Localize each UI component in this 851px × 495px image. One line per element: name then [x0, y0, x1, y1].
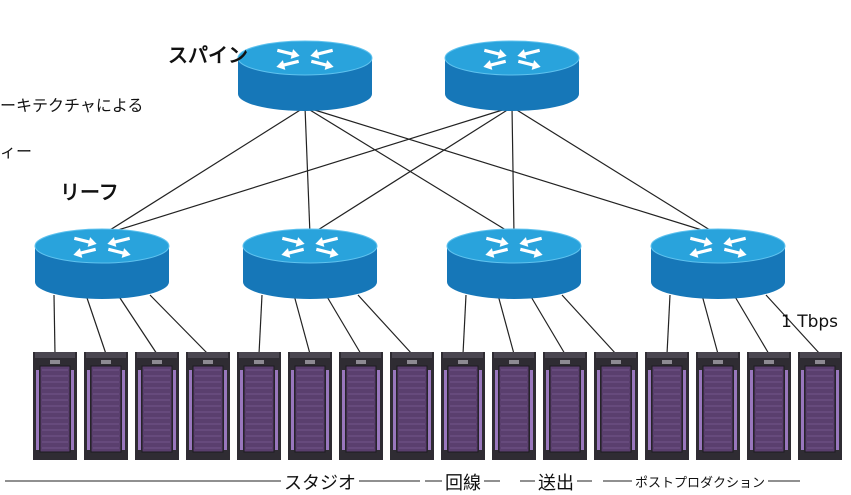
leaf-server-link [53, 294, 56, 355]
server-rack-icon [339, 352, 383, 460]
leaf-router-1-icon [34, 228, 170, 299]
server-rack-icon [543, 352, 587, 460]
leaf-server-link [325, 294, 362, 355]
leaf-router-2-icon [242, 228, 378, 299]
leaf-server-link [497, 294, 515, 355]
spine-leaf-link [101, 106, 513, 236]
server-rack-icon [390, 352, 434, 460]
spine-label: スパイン [168, 43, 248, 67]
server-rack-icon [84, 352, 128, 460]
server-rack-icon [288, 352, 332, 460]
leaf-server-link [561, 294, 617, 355]
leaf-server-link [765, 294, 821, 355]
spine-leaf-link [304, 106, 719, 236]
server-rack-icon [492, 352, 536, 460]
server-rack-icon [33, 352, 77, 460]
spine-leaf-link [309, 106, 513, 236]
server-rack-row [33, 352, 842, 460]
diagram-title-line-1: ーキテクチャによる [0, 96, 144, 115]
leaf-server-link [666, 294, 671, 355]
leaf-server-link [357, 294, 413, 355]
leaf-server-link [149, 294, 209, 355]
spine-router-1-icon [237, 40, 373, 111]
spine-leaf-link [304, 106, 515, 236]
leaf-router-3-icon [446, 228, 582, 299]
server-rack-icon [645, 352, 689, 460]
server-rack-icon [747, 352, 791, 460]
router-layer [34, 40, 786, 299]
leaf-server-link [117, 294, 158, 355]
group-label-line: 回線 [442, 469, 484, 495]
group-label-post-production: ポストプロダクション [631, 472, 769, 491]
leaf-label: リーフ [60, 180, 119, 204]
leaf-server-link [529, 294, 566, 355]
leaf-router-4-icon [650, 228, 786, 299]
server-rack-icon [186, 352, 230, 460]
leaf-server-link [85, 294, 107, 355]
leaf-server-link [293, 294, 311, 355]
group-label-transmission: 送出 [535, 469, 577, 495]
leaf-server-link [733, 294, 770, 355]
spine-leaf-link [511, 106, 719, 236]
spine-router-2-icon [444, 40, 580, 111]
server-rack-icon [798, 352, 842, 460]
group-label-studio: スタジオ [281, 469, 359, 495]
leaf-server-link [258, 294, 263, 355]
spine-leaf-link [101, 106, 306, 236]
link-speed-label: 1 Tbps [781, 312, 839, 332]
leaf-server-link [462, 294, 467, 355]
connection-lines [53, 106, 821, 355]
server-rack-icon [594, 352, 638, 460]
server-rack-icon [696, 352, 740, 460]
server-rack-icon [441, 352, 485, 460]
server-rack-icon [237, 352, 281, 460]
server-rack-icon [135, 352, 179, 460]
spine-leaf-link [511, 106, 515, 236]
diagram-title-line-2: ィー [0, 142, 33, 161]
leaf-server-link [701, 294, 719, 355]
